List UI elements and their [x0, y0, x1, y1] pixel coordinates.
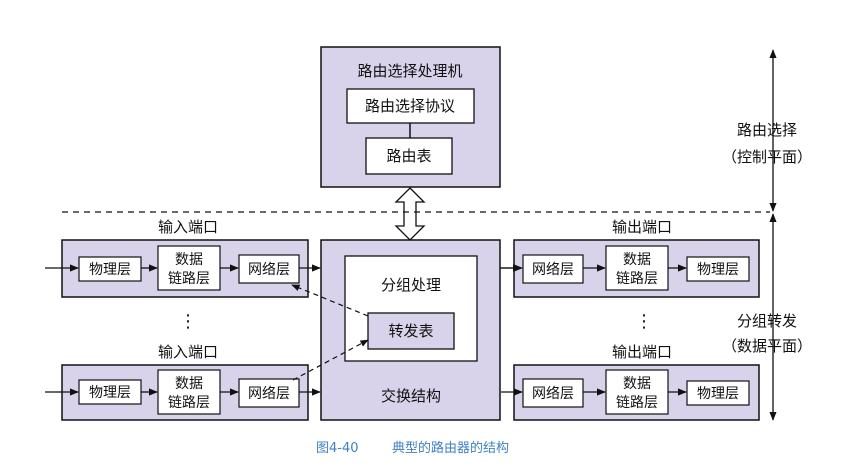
- data-plane-label: （数据平面）: [722, 337, 812, 355]
- output-port-top: 网络层 数据 链路层 物理层: [500, 239, 760, 298]
- input-network-layer-label: 网络层: [248, 386, 290, 402]
- output-port-bottom: 网络层 数据 链路层 物理层: [501, 364, 760, 421]
- output-datalink-line1: 数据: [623, 376, 651, 392]
- input-datalink-line2: 链路层: [168, 395, 210, 411]
- routing-plane-label: 路由选择: [737, 121, 797, 139]
- output-datalink-line2: 链路层: [616, 395, 658, 411]
- input-network-layer-box: [238, 378, 300, 408]
- input-physical-layer-box: [78, 379, 142, 405]
- switch-fabric-label: 交换结构: [381, 387, 441, 405]
- routing-protocol-label: 路由选择协议: [365, 97, 455, 115]
- input-network-layer-label: 网络层: [248, 262, 290, 278]
- input-datalink-layer-box: [157, 245, 221, 291]
- input-ports-ellipsis: ⋮: [179, 311, 197, 332]
- input-physical-layer-label: 物理层: [89, 262, 131, 278]
- input-datalink-line1: 数据: [175, 376, 203, 392]
- routing-table-label: 路由表: [386, 147, 431, 165]
- routing-processor-title: 路由选择处理机: [357, 62, 462, 80]
- forwarding-table-box: [367, 312, 455, 350]
- routing-protocol-box: [346, 88, 475, 124]
- output-physical-layer-box: [686, 256, 750, 282]
- routing-table-box: [365, 137, 453, 175]
- output-network-layer-label: 网络层: [532, 262, 574, 278]
- input-datalink-line2: 链路层: [168, 271, 210, 287]
- output-datalink-line2: 链路层: [616, 271, 658, 287]
- control-plane-label: （控制平面）: [722, 148, 812, 166]
- output-ports-ellipsis: ⋮: [635, 311, 653, 332]
- switch-fabric: 分组处理 转发表 交换结构: [320, 239, 501, 421]
- input-datalink-line1: 数据: [175, 252, 203, 268]
- output-network-layer-box: [522, 254, 584, 284]
- lookup-arrow-top: [291, 284, 369, 317]
- control-data-double-arrow: [394, 187, 426, 241]
- figure-number: 图4-40: [316, 441, 359, 456]
- output-physical-layer-label: 物理层: [697, 262, 739, 278]
- output-datalink-line1: 数据: [623, 252, 651, 268]
- input-port-top: 物理层 数据 链路层 网络层: [45, 239, 321, 298]
- input-port-bottom: 物理层 数据 链路层 网络层: [45, 364, 321, 421]
- input-port-label-bottom: 输入端口: [158, 343, 218, 361]
- output-physical-layer-box: [686, 380, 750, 406]
- input-physical-layer-box: [78, 256, 142, 282]
- output-port-label-bottom: 输出端口: [612, 343, 672, 361]
- output-network-layer-box: [522, 378, 584, 408]
- input-port-label-top: 输入端口: [158, 218, 218, 236]
- input-network-layer-box: [238, 254, 300, 284]
- figure-caption: 典型的路由器的结构: [392, 440, 509, 456]
- routing-processor: 路由选择处理机 路由选择协议 路由表: [320, 46, 501, 188]
- output-port-label-top: 输出端口: [612, 218, 672, 236]
- output-network-layer-label: 网络层: [532, 386, 574, 402]
- input-physical-layer-label: 物理层: [89, 385, 131, 401]
- forwarding-table-label: 转发表: [388, 322, 433, 340]
- forwarding-plane-label: 分组转发: [737, 312, 797, 330]
- output-datalink-layer-box: [605, 369, 669, 415]
- output-physical-layer-label: 物理层: [697, 386, 739, 402]
- packet-processing-label: 分组处理: [381, 276, 441, 294]
